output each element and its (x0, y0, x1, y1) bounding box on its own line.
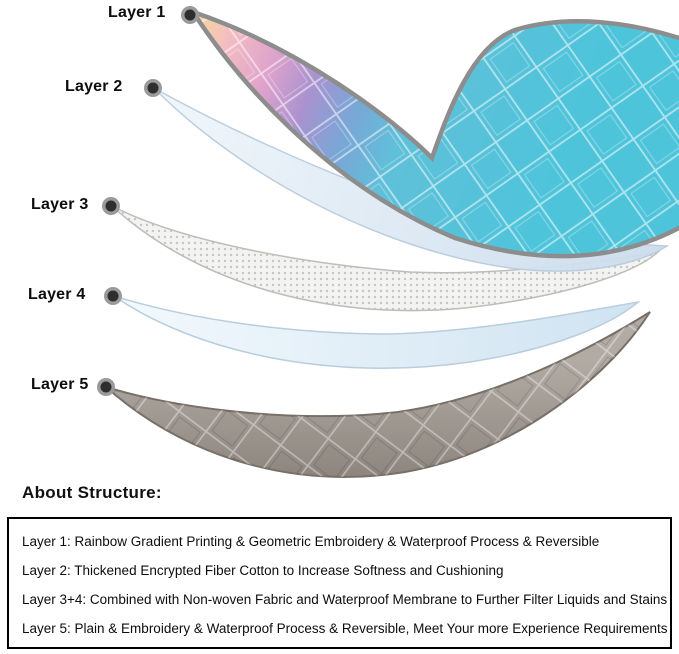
layer-diagram: Layer 1 Layer 2 Layer 3 Layer 4 Layer 5 (28, 4, 679, 478)
layer-4-label: Layer 4 (28, 286, 86, 303)
layer-1-fabric (187, 7, 679, 259)
layer-5-fabric (105, 311, 651, 478)
about-structure-heading: About Structure: (22, 483, 162, 502)
layer-3-mesh (111, 205, 661, 312)
layer-3-4-description: Layer 3+4: Combined with Non-woven Fabri… (22, 592, 668, 607)
layer-5-label: Layer 5 (31, 376, 89, 393)
layers-illustration (97, 6, 679, 478)
layer-5-description: Layer 5: Plain & Embroidery & Waterproof… (22, 621, 668, 636)
layer-1-edge-piping (187, 7, 679, 259)
layer-1-label: Layer 1 (108, 4, 166, 21)
layer-1-description: Layer 1: Rainbow Gradient Printing & Geo… (22, 534, 600, 549)
layer-pins (97, 6, 199, 396)
layer-5-quilt-pattern (106, 312, 650, 477)
layer-2-description: Layer 2: Thickened Encrypted Fiber Cotto… (22, 563, 504, 578)
layer-2-label: Layer 2 (65, 78, 123, 95)
layer-4-membrane (113, 295, 641, 369)
layer-3-label: Layer 3 (31, 196, 89, 213)
layer-1-quilt-pattern (193, 12, 679, 257)
about-structure-box: Layer 1: Rainbow Gradient Printing & Geo… (7, 517, 672, 649)
